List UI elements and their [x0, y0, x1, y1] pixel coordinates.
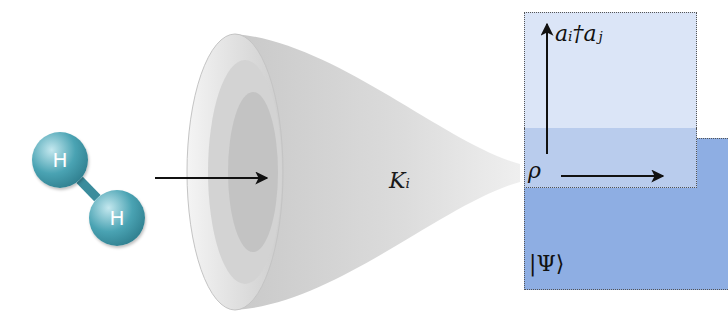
symbol-label: |Ψ⟩: [529, 251, 564, 276]
transform-arrows: [525, 128, 698, 188]
atom-label: H: [109, 207, 124, 230]
input-arrow: [155, 177, 267, 179]
hydrogen-atom: H: [89, 190, 145, 246]
funnel-drawing: [185, 32, 525, 317]
density-matrix-box: ρ: [524, 128, 697, 188]
funnel-throat: [228, 92, 278, 252]
funnel-rim: [187, 34, 283, 310]
funnel-map: Kᵢ: [185, 32, 525, 317]
right-arrow: [561, 175, 663, 177]
symbol-label: Kᵢ: [389, 168, 410, 193]
hydrogen-atom: H: [32, 132, 88, 188]
symbol-label: ρ: [528, 158, 541, 183]
chemical-bond: [80, 180, 98, 198]
up-arrow: [546, 24, 548, 154]
edge-group: [80, 180, 98, 198]
atom-label: H: [52, 149, 67, 172]
symbol-label: aᵢ†aⱼ: [555, 21, 602, 46]
funnel-inner: [208, 60, 282, 284]
